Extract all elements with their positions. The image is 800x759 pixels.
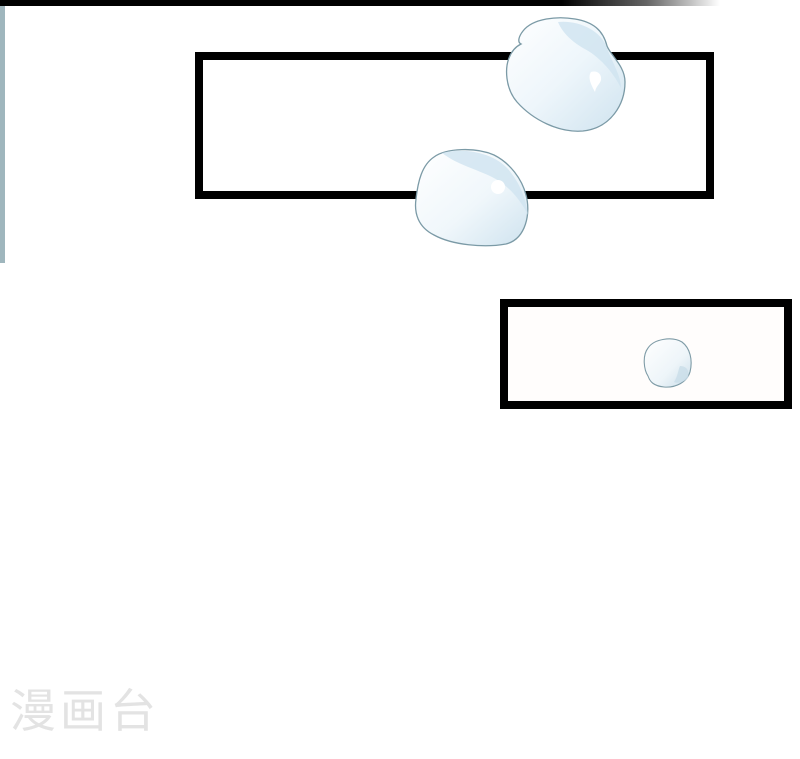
water-droplet-icon <box>643 338 692 388</box>
water-droplet-icon <box>505 17 626 132</box>
watermark-text: 漫画台 <box>10 684 160 738</box>
water-droplet-icon <box>414 148 529 247</box>
panel-top-border <box>0 0 720 6</box>
panel-left-edge <box>0 6 5 263</box>
